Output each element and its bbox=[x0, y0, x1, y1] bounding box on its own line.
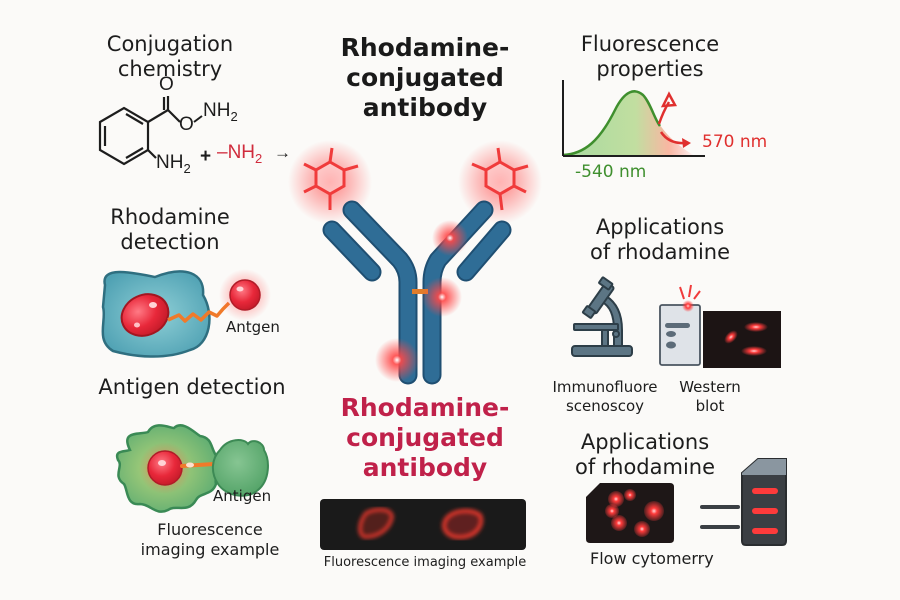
antigen-green-icon bbox=[212, 439, 269, 497]
emission-arrow-right-icon bbox=[659, 131, 686, 145]
center-title: Rhodamine- conjugated antibody bbox=[340, 33, 510, 122]
western-blot-label: Western blot bbox=[679, 378, 741, 415]
rhodamine-detection-illustration bbox=[95, 265, 315, 365]
fluorescence-imaging-panel bbox=[320, 499, 526, 550]
antigen-detection-title: Antigen detection bbox=[98, 375, 286, 399]
fluorescent-spot bbox=[422, 277, 462, 317]
flow-cytometer-icon bbox=[700, 445, 790, 546]
amino-group-ring: NH2 bbox=[156, 152, 191, 176]
blot-fluorescence-image bbox=[703, 311, 781, 368]
applications-title-2: Applications of rhodamine bbox=[574, 430, 716, 479]
amine-reagent: –NH2 bbox=[217, 142, 263, 166]
flow-cytometry-sample-icon bbox=[586, 483, 676, 543]
fluorescence-imaging-caption-left: Fluorescence imaging example bbox=[140, 520, 280, 559]
fluorescence-properties-title: Fluorescence properties bbox=[580, 32, 720, 81]
spectrum-curve bbox=[562, 90, 662, 157]
fluorescent-cell-1 bbox=[358, 508, 394, 539]
western-blot-icon bbox=[658, 284, 783, 368]
reaction-arrow-icon: → bbox=[274, 143, 291, 162]
ester-oxygen: O bbox=[179, 114, 194, 135]
fluorescence-imaging-caption-center: Fluorescence imaging example bbox=[323, 555, 527, 570]
linker-icon bbox=[167, 301, 231, 323]
blot-membrane bbox=[659, 304, 701, 366]
microscope-icon bbox=[570, 276, 640, 360]
antigen-detection-illustration bbox=[110, 420, 290, 520]
fluorescence-spectrum-graph bbox=[555, 80, 735, 180]
benzene-ring-icon bbox=[98, 96, 203, 166]
antibody-illustration bbox=[288, 130, 580, 390]
disulfide-bridge bbox=[412, 289, 428, 294]
carbonyl-oxygen: O bbox=[159, 74, 174, 95]
fluorescent-cell-2 bbox=[442, 509, 483, 539]
conjugation-chemistry-title: Conjugation chemistry bbox=[106, 32, 234, 81]
rhodamine-fluorophore-left-icon bbox=[303, 147, 359, 210]
emission-arrow-up-icon bbox=[657, 101, 671, 125]
immunofluorescence-label: Immunofluore scenoscoy bbox=[552, 378, 658, 415]
fluorescent-spot bbox=[375, 338, 419, 382]
rhodamine-fluorophore-right-icon bbox=[471, 147, 529, 211]
amino-group-top: NH2 bbox=[203, 100, 238, 124]
rhodamine-fluorophore-icon-2 bbox=[147, 450, 183, 486]
flow-cytometry-label: Flow cytomerry bbox=[590, 549, 714, 568]
antigen-ball-icon bbox=[229, 279, 261, 311]
plus-sign: + bbox=[200, 146, 212, 167]
emission-wavelength-label: 570 nm bbox=[702, 132, 768, 152]
center-bottom-title: Rhodamine- conjugated antibody bbox=[340, 393, 510, 482]
fluorescent-spot bbox=[432, 220, 468, 256]
antigen-label-1: Antgen bbox=[226, 318, 280, 336]
excitation-wavelength-label: -540 nm bbox=[575, 162, 647, 182]
applications-title-1: Applications of rhodamine bbox=[589, 215, 731, 264]
chemical-structure: O O NH2 NH2 + –NH2 → bbox=[70, 74, 310, 192]
antigen-label-2: Antigen bbox=[213, 487, 272, 505]
rhodamine-detection-title: Rhodamine detection bbox=[110, 205, 230, 254]
